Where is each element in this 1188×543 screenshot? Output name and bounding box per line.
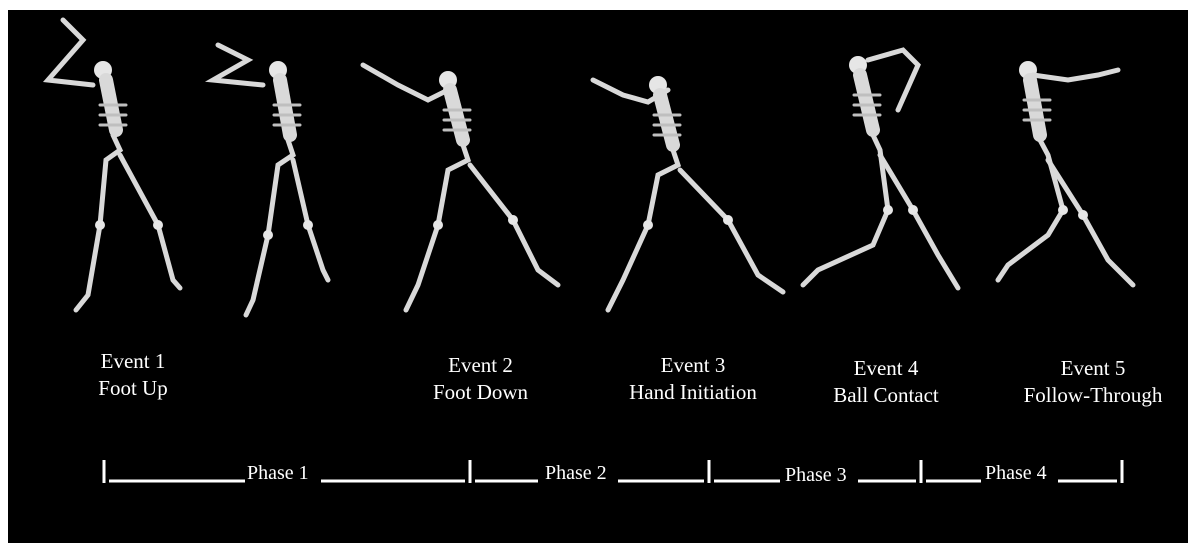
- event-5-label: Event 5 Follow-Through: [1003, 355, 1183, 409]
- event-1-name: Foot Up: [78, 375, 188, 402]
- event-2-label: Event 2 Foot Down: [408, 352, 553, 406]
- event-5-name: Follow-Through: [1003, 382, 1183, 409]
- event-2-title: Event 2: [408, 352, 553, 379]
- event-4-title: Event 4: [816, 355, 956, 382]
- skeleton-pose-6: [998, 61, 1133, 285]
- skeleton-pose-4: [593, 76, 783, 310]
- phase-3-label: Phase 3: [785, 464, 847, 486]
- event-2-name: Foot Down: [408, 379, 553, 406]
- skeleton-pose-3: [363, 65, 558, 310]
- skeleton-pose-5: [803, 50, 958, 288]
- event-3-label: Event 3 Hand Initiation: [608, 352, 778, 406]
- event-1-label: Event 1 Foot Up: [78, 348, 188, 402]
- skeleton-pose-2: [213, 45, 328, 315]
- event-3-name: Hand Initiation: [608, 379, 778, 406]
- event-5-title: Event 5: [1003, 355, 1183, 382]
- phase-2-label: Phase 2: [545, 462, 607, 484]
- event-1-title: Event 1: [78, 348, 188, 375]
- phase-4-label: Phase 4: [985, 462, 1047, 484]
- event-3-title: Event 3: [608, 352, 778, 379]
- event-4-name: Ball Contact: [816, 382, 956, 409]
- skeleton-pose-1: [48, 20, 180, 310]
- phase-1-label: Phase 1: [247, 462, 309, 484]
- event-4-label: Event 4 Ball Contact: [816, 355, 956, 409]
- pitching-sequence-figure: Event 1 Foot Up Event 2 Foot Down Event …: [8, 10, 1188, 543]
